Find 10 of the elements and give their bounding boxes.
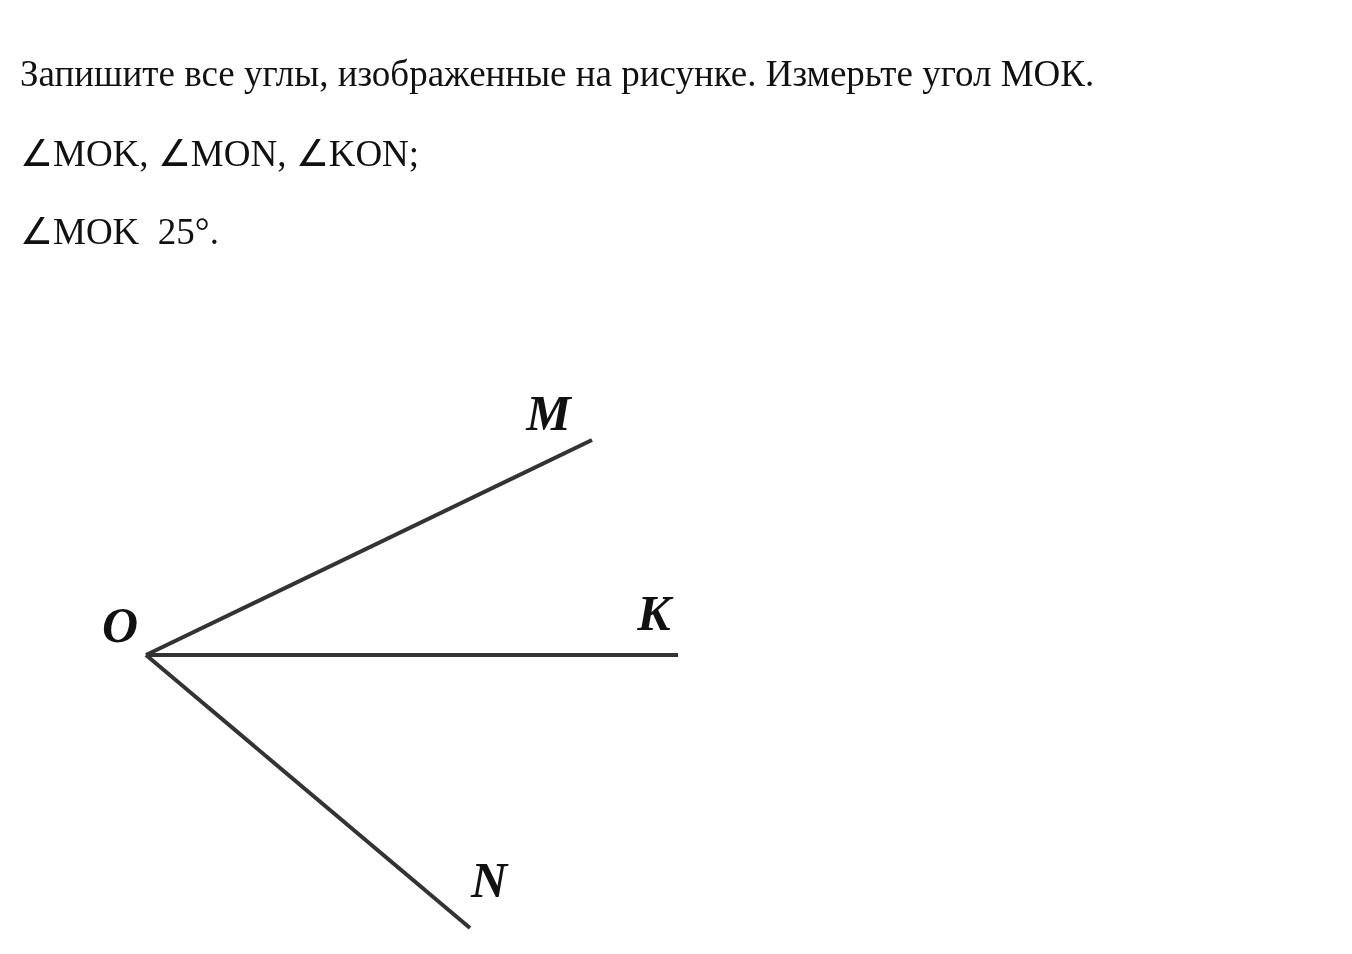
ray-line [144, 653, 472, 930]
ray-line [145, 438, 593, 657]
answer-text: ∠MOK 25°. [20, 213, 219, 250]
task-text: Запишите все углы, изображенные на рисунке. Измерьте угол МОК. [20, 55, 1095, 92]
point-label: O [94, 600, 146, 655]
point-label: N [462, 855, 516, 905]
point-label: K [628, 588, 680, 640]
answer-text: ∠MOK, ∠MON, ∠KON; [20, 135, 420, 172]
point-label: M [505, 388, 592, 440]
ray-line [146, 653, 678, 657]
